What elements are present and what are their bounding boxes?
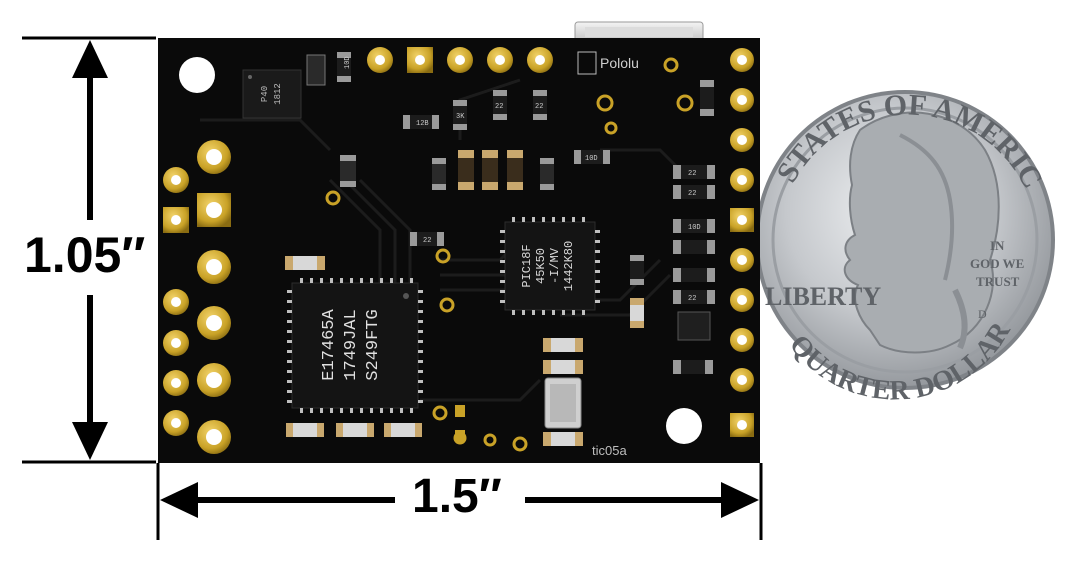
regulator-chip	[242, 69, 302, 119]
mcu-chip-line-4: 1442K80	[562, 241, 576, 291]
right-header-pads	[730, 48, 754, 437]
driver-chip-line-2: 1749JAL	[342, 309, 361, 380]
resistor-label: 10D	[344, 56, 352, 69]
driver-chip	[287, 278, 423, 413]
resistor-label: 22	[688, 170, 696, 178]
resistor-label: 22	[688, 190, 696, 198]
resistor-label: 22	[495, 103, 503, 111]
regulator-chip-line-1: P40	[260, 86, 270, 102]
coin-mint-mark: D	[978, 307, 987, 321]
pololu-logo-text: Pololu	[600, 55, 639, 71]
resistor-label: 10D	[585, 155, 598, 163]
regulator-chip-line-2: 1812	[273, 83, 283, 105]
coin-liberty-text: LIBERTY	[765, 282, 881, 311]
mcu-chip-line-2: 45K50	[534, 248, 548, 284]
width-dimension-label: 1.5″	[400, 473, 514, 521]
height-dimension	[22, 36, 156, 464]
revision-text: tic05a	[592, 443, 627, 458]
resistor-label: 10D	[688, 224, 701, 232]
passive-components	[285, 51, 715, 446]
coin-motto-line-1: IN	[990, 238, 1005, 253]
height-dimension-label: 1.05″	[20, 228, 150, 282]
resistor-label: 22	[535, 103, 543, 111]
top-header-pads	[367, 47, 553, 73]
coin-motto-line-3: TRUST	[976, 274, 1020, 289]
mounting-hole	[666, 408, 702, 444]
resistor-label: 22	[423, 237, 431, 245]
crystal-oscillator	[544, 377, 582, 429]
coin-motto-line-2: GOD WE	[970, 256, 1024, 271]
resistor-label: 22	[688, 295, 696, 303]
width-dimension	[156, 463, 763, 540]
mounting-hole	[179, 57, 215, 93]
resistor-label: 3K	[456, 113, 465, 121]
washington-profile	[843, 111, 1000, 354]
resistor-label: 12B	[416, 120, 429, 128]
mcu-chip-line-1: PIC18F	[520, 244, 534, 287]
mcu-chip	[500, 217, 600, 315]
driver-chip-line-1: S249FTG	[364, 309, 383, 380]
mcu-chip-line-3: -I/MV	[548, 247, 562, 284]
driver-chip-line-3: E17465A	[320, 309, 339, 381]
left-header-pads	[163, 140, 231, 454]
quarter-coin	[755, 90, 1055, 390]
vias	[325, 57, 694, 452]
